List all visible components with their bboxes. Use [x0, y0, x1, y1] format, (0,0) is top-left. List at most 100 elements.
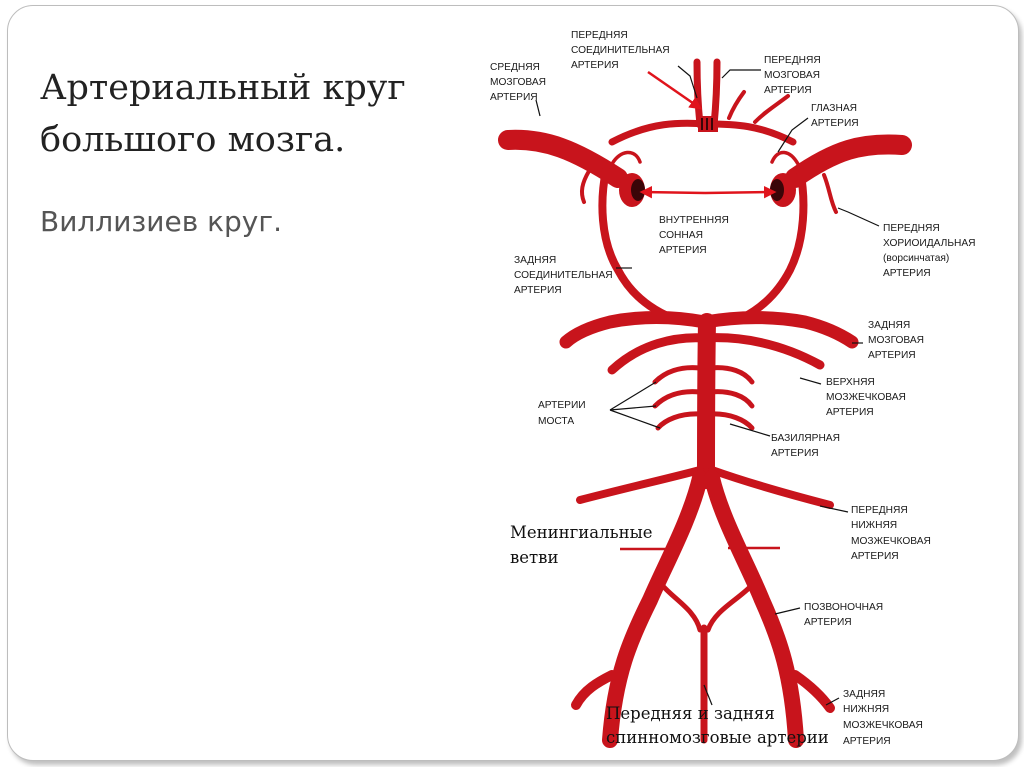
label-anterior-choroidal: ПЕРЕДНЯЯ ХОРИОИДАЛЬНАЯ (ворсинчатая) АРТ… — [883, 223, 976, 279]
label-anterior-inferior-cerebellar: ПЕРЕДНЯЯ НИЖНЯЯ МОЗЖЕЧКОВАЯ АРТЕРИЯ — [851, 505, 931, 562]
anterior-inferior-cerebellar-artery-left — [576, 466, 704, 504]
svg-text:АРТЕРИЯ: АРТЕРИЯ — [659, 245, 707, 256]
svg-text:ЗАДНЯЯ: ЗАДНЯЯ — [514, 255, 556, 266]
svg-text:СОЕДИНИТЕЛЬНАЯ: СОЕДИНИТЕЛЬНАЯ — [571, 45, 670, 56]
ica-hook-right — [770, 150, 800, 166]
svg-text:НИЖНЯЯ: НИЖНЯЯ — [851, 520, 897, 531]
label-anterior-cerebral: ПЕРЕДНЯЯ МОЗГОВАЯ АРТЕРИЯ — [764, 55, 821, 96]
svg-text:спинномозговые артерии: спинномозговые артерии — [606, 728, 829, 747]
svg-text:АРТЕРИЯ: АРТЕРИЯ — [868, 350, 916, 361]
svg-text:ПЕРЕДНЯЯ: ПЕРЕДНЯЯ — [764, 55, 821, 66]
superior-cerebellar-artery-right — [700, 333, 825, 370]
svg-text:ЗАДНЯЯ: ЗАДНЯЯ — [843, 689, 885, 700]
svg-text:АРТЕРИЯ: АРТЕРИЯ — [851, 551, 899, 562]
red-arrow-internal-carotid-right — [704, 185, 777, 199]
svg-text:АРТЕРИЯ: АРТЕРИЯ — [804, 617, 852, 628]
svg-text:МОЗГОВАЯ: МОЗГОВАЯ — [490, 77, 546, 88]
svg-text:НИЖНЯЯ: НИЖНЯЯ — [843, 704, 889, 715]
label-internal-carotid: ВНУТРЕННЯЯ СОННАЯ АРТЕРИЯ — [659, 215, 729, 256]
artery-network — [498, 58, 912, 748]
posterior-cerebral-artery-right — [698, 311, 859, 349]
svg-text:Передняя и задняя: Передняя и задняя — [606, 704, 775, 723]
svg-text:АРТЕРИЯ: АРТЕРИЯ — [811, 118, 859, 129]
svg-text:СОННАЯ: СОННАЯ — [659, 230, 703, 241]
pontine-artery-right-3 — [707, 411, 755, 431]
svg-text:(ворсинчатая): (ворсинчатая) — [883, 253, 949, 264]
anterior-cerebral-branch — [727, 90, 746, 120]
svg-text:ГЛАЗНАЯ: ГЛАЗНАЯ — [811, 103, 857, 114]
svg-text:АРТЕРИЯ: АРТЕРИЯ — [826, 407, 874, 418]
internal-carotid-left — [619, 173, 645, 207]
svg-text:ПЕРЕДНЯЯ: ПЕРЕДНЯЯ — [571, 30, 628, 41]
anterior-inferior-cerebellar-artery-right — [708, 466, 834, 509]
pontine-artery-left-1 — [652, 365, 703, 385]
pontine-artery-right-1 — [707, 365, 755, 385]
label-posterior-inferior-cerebellar: ЗАДНЯЯ НИЖНЯЯ МОЗЖЕЧКОВАЯ АРТЕРИЯ — [843, 689, 923, 747]
svg-text:МОЗГОВАЯ: МОЗГОВАЯ — [764, 70, 820, 81]
label-ophthalmic: ГЛАЗНАЯ АРТЕРИЯ — [811, 103, 859, 129]
svg-text:АРТЕРИЯ: АРТЕРИЯ — [490, 92, 538, 103]
internal-carotid-right — [770, 173, 796, 207]
svg-text:МОЗЖЕЧКОВАЯ: МОЗЖЕЧКОВАЯ — [843, 720, 923, 731]
ophthalmic-artery — [753, 94, 790, 124]
label-basilar: БАЗИЛЯРНАЯ АРТЕРИЯ — [771, 433, 840, 459]
svg-text:АРТЕРИИ: АРТЕРИИ — [538, 400, 586, 411]
anterior-communicating-cross-section — [698, 116, 718, 132]
posterior-communicating-artery-right — [738, 166, 808, 322]
label-middle-cerebral: СРЕДНЯЯ МОЗГОВАЯ АРТЕРИЯ — [490, 62, 546, 103]
svg-text:МОЗЖЕЧКОВАЯ: МОЗЖЕЧКОВАЯ — [851, 536, 931, 547]
middle-cerebral-branch-left — [579, 169, 591, 204]
label-posterior-cerebral: ЗАДНЯЯ МОЗГОВАЯ АРТЕРИЯ — [868, 320, 924, 361]
svg-text:БАЗИЛЯРНАЯ: БАЗИЛЯРНАЯ — [771, 433, 840, 444]
svg-text:МОСТА: МОСТА — [538, 416, 574, 427]
svg-text:АРТЕРИЯ: АРТЕРИЯ — [514, 285, 562, 296]
svg-text:МОЗЖЕЧКОВАЯ: МОЗЖЕЧКОВАЯ — [826, 392, 906, 403]
slide-subtitle: Виллизиев круг. — [40, 205, 282, 238]
svg-text:ПЕРЕДНЯЯ: ПЕРЕДНЯЯ — [883, 223, 940, 234]
svg-text:ХОРИОИДАЛЬНАЯ: ХОРИОИДАЛЬНАЯ — [883, 238, 976, 249]
superior-cerebellar-artery-left — [607, 333, 710, 375]
label-meningeal-branches: Менингиальные ветви — [510, 523, 653, 567]
svg-text:ЗАДНЯЯ: ЗАДНЯЯ — [868, 320, 910, 331]
svg-text:ВЕРХНЯЯ: ВЕРХНЯЯ — [826, 377, 875, 388]
label-spinal-arteries: Передняя и задняя спинномозговые артерии — [606, 704, 829, 747]
svg-text:СРЕДНЯЯ: СРЕДНЯЯ — [490, 62, 540, 73]
anterior-cerebral-artery-left — [693, 58, 704, 129]
label-vertebral: ПОЗВОНОЧНАЯ АРТЕРИЯ — [804, 602, 883, 628]
red-arrow-anterior-communicating — [647, 70, 703, 110]
middle-cerebral-artery-right — [785, 134, 912, 188]
svg-text:ветви: ветви — [510, 548, 558, 567]
posterior-inferior-cerebellar-artery-left — [571, 670, 617, 710]
ica-hook-left — [610, 150, 642, 166]
pontine-artery-left-3 — [655, 411, 703, 431]
vertebral-artery-left — [602, 470, 708, 748]
label-posterior-communicating: ЗАДНЯЯ СОЕДИНИТЕЛЬНАЯ АРТЕРИЯ — [514, 255, 613, 296]
svg-text:АРТЕРИЯ: АРТЕРИЯ — [843, 736, 891, 747]
posterior-communicating-artery-left — [598, 166, 676, 322]
pontine-artery-left-2 — [652, 389, 703, 409]
middle-cerebral-branch-right — [822, 173, 838, 214]
label-anterior-communicating: ПЕРЕДНЯЯ СОЕДИНИТЕЛЬНАЯ АРТЕРИЯ — [571, 30, 670, 71]
anterior-cerebral-artery-right — [710, 58, 721, 129]
svg-text:АРТЕРИЯ: АРТЕРИЯ — [571, 60, 619, 71]
vertebral-artery-right — [704, 470, 804, 748]
svg-text:ПОЗВОНОЧНАЯ: ПОЗВОНОЧНАЯ — [804, 602, 883, 613]
slide-title: Артериальный круг большого мозга. — [40, 68, 406, 160]
anterior-spinal-branch-right — [705, 582, 755, 633]
basilar-artery — [697, 313, 716, 489]
label-pontine: АРТЕРИИ МОСТА — [538, 400, 586, 427]
pontine-artery-right-2 — [707, 389, 755, 409]
svg-text:Менингиальные: Менингиальные — [510, 523, 653, 542]
leader-lines — [535, 65, 880, 706]
anterior-spinal-branch-left — [659, 582, 703, 633]
red-arrow-internal-carotid-left — [639, 185, 706, 199]
svg-text:АРТЕРИЯ: АРТЕРИЯ — [883, 268, 931, 279]
svg-text:СОЕДИНИТЕЛЬНАЯ: СОЕДИНИТЕЛЬНАЯ — [514, 270, 613, 281]
svg-text:АРТЕРИЯ: АРТЕРИЯ — [771, 448, 819, 459]
posterior-cerebral-artery-left — [559, 311, 712, 349]
svg-text:АРТЕРИЯ: АРТЕРИЯ — [764, 85, 812, 96]
svg-text:ВНУТРЕННЯЯ: ВНУТРЕННЯЯ — [659, 215, 729, 226]
svg-text:МОЗГОВАЯ: МОЗГОВАЯ — [868, 335, 924, 346]
svg-text:ПЕРЕДНЯЯ: ПЕРЕДНЯЯ — [851, 505, 908, 516]
